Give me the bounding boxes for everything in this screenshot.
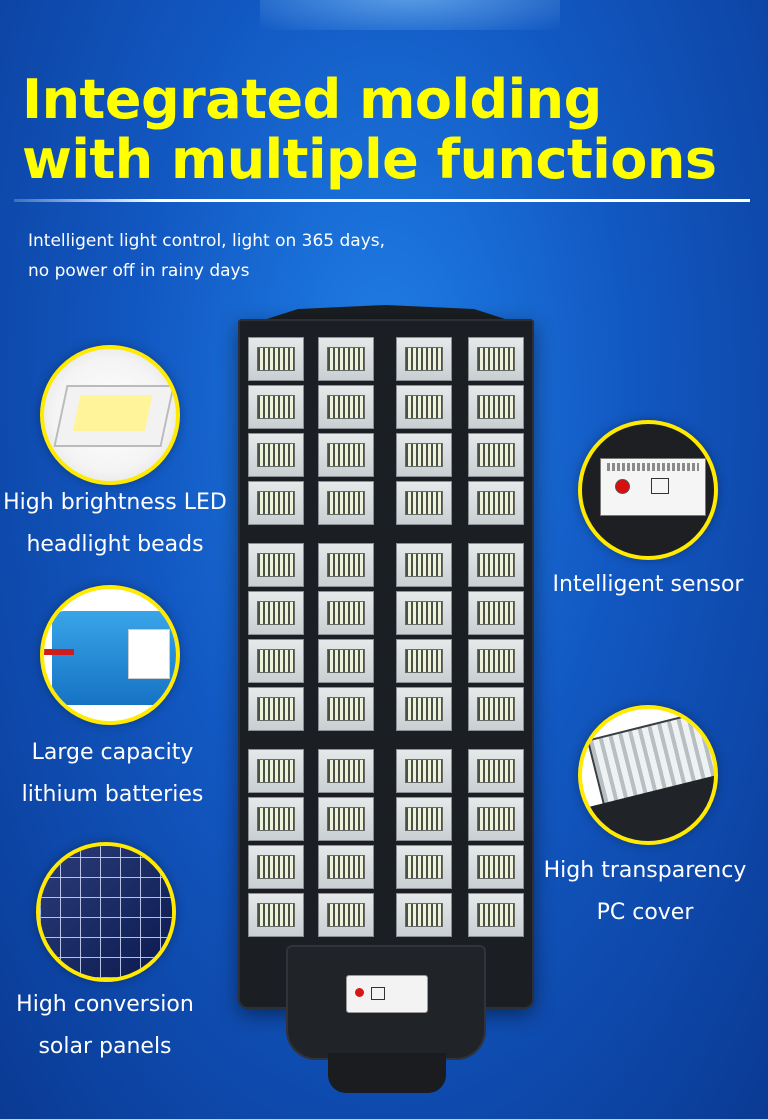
led-panel <box>468 639 524 683</box>
feature-battery-line-2: lithium batteries <box>21 782 204 807</box>
led-panel <box>468 337 524 381</box>
panel-gap <box>468 735 524 749</box>
feature-cover-line-2: PC cover <box>596 900 694 925</box>
battery-pack-icon <box>40 585 180 725</box>
led-panel <box>396 337 452 381</box>
led-panel <box>318 893 374 937</box>
panel-gap <box>318 529 374 543</box>
led-panel <box>468 797 524 841</box>
led-column-3 <box>396 337 452 941</box>
feature-battery-label: Large capacity lithium batteries <box>0 732 225 816</box>
led-column-4 <box>468 337 524 941</box>
feature-solar-label: High conversion solar panels <box>0 984 210 1068</box>
led-panel <box>396 749 452 793</box>
title-line-1: Integrated molding <box>22 68 602 131</box>
feature-led-line-2: headlight beads <box>26 532 204 557</box>
led-panel <box>396 543 452 587</box>
feature-solar-line-2: solar panels <box>38 1034 172 1059</box>
led-panel <box>396 797 452 841</box>
led-panel <box>396 481 452 525</box>
led-panel <box>318 337 374 381</box>
power-button-icon <box>355 988 364 997</box>
led-panel <box>318 591 374 635</box>
panel-gap <box>248 735 304 749</box>
led-panel <box>468 543 524 587</box>
led-panel <box>318 845 374 889</box>
panel-gap <box>468 529 524 543</box>
led-panel <box>396 433 452 477</box>
led-panel <box>248 385 304 429</box>
pc-cover-icon <box>578 705 718 845</box>
led-panel <box>248 481 304 525</box>
led-panel <box>248 591 304 635</box>
panel-gap <box>248 529 304 543</box>
led-panel <box>468 749 524 793</box>
feature-sensor-label: Intelligent sensor <box>540 564 756 606</box>
feature-solar-line-1: High conversion <box>16 992 194 1017</box>
lamp-body <box>238 319 534 1009</box>
led-panel <box>248 797 304 841</box>
feature-led-line-1: High brightness LED <box>3 490 227 515</box>
feature-cover-label: High transparency PC cover <box>530 850 760 934</box>
led-panel <box>468 385 524 429</box>
led-panel <box>468 591 524 635</box>
subtitle-line-1: Intelligent light control, light on 365 … <box>28 231 386 251</box>
led-panel <box>396 385 452 429</box>
led-panel <box>396 845 452 889</box>
subtitle-line-2: no power off in rainy days <box>28 261 250 281</box>
led-column-2 <box>318 337 374 941</box>
panel-gap <box>318 735 374 749</box>
panel-gap <box>396 529 452 543</box>
led-panel <box>318 639 374 683</box>
title-divider <box>14 199 750 202</box>
led-panel <box>468 481 524 525</box>
led-panel <box>396 591 452 635</box>
led-panel <box>248 639 304 683</box>
feature-sensor-line-1: Intelligent sensor <box>552 572 744 597</box>
street-lamp-image <box>238 305 534 1095</box>
led-panel <box>248 893 304 937</box>
panel-gap <box>396 735 452 749</box>
led-panel <box>468 687 524 731</box>
led-panel <box>318 687 374 731</box>
sensor-window-icon <box>371 987 385 1000</box>
page-title: Integrated molding with multiple functio… <box>22 68 717 191</box>
sensor-switch-icon <box>578 420 718 560</box>
led-panel <box>318 749 374 793</box>
led-panel <box>248 845 304 889</box>
subtitle: Intelligent light control, light on 365 … <box>28 226 385 286</box>
led-panel <box>318 433 374 477</box>
lamp-control-box <box>346 975 428 1013</box>
led-panel <box>248 433 304 477</box>
solar-panel-icon <box>36 842 176 982</box>
led-column-1 <box>248 337 304 941</box>
lamp-mount <box>328 1053 446 1093</box>
led-panel <box>318 797 374 841</box>
led-panel <box>396 639 452 683</box>
led-panel <box>318 543 374 587</box>
led-panel <box>248 749 304 793</box>
led-panel <box>396 687 452 731</box>
led-panel <box>248 337 304 381</box>
led-panel <box>318 385 374 429</box>
led-panel <box>468 433 524 477</box>
lamp-base <box>286 945 486 1060</box>
led-panel <box>318 481 374 525</box>
feature-led-label: High brightness LED headlight beads <box>0 482 230 566</box>
feature-cover-line-1: High transparency <box>543 858 747 883</box>
top-glow <box>260 0 560 30</box>
led-panel <box>396 893 452 937</box>
led-chip-icon <box>40 345 180 485</box>
led-panel <box>248 687 304 731</box>
feature-battery-line-1: Large capacity <box>31 740 194 765</box>
led-panel <box>468 893 524 937</box>
title-line-2: with multiple functions <box>22 128 717 191</box>
led-panel <box>468 845 524 889</box>
led-panel <box>248 543 304 587</box>
